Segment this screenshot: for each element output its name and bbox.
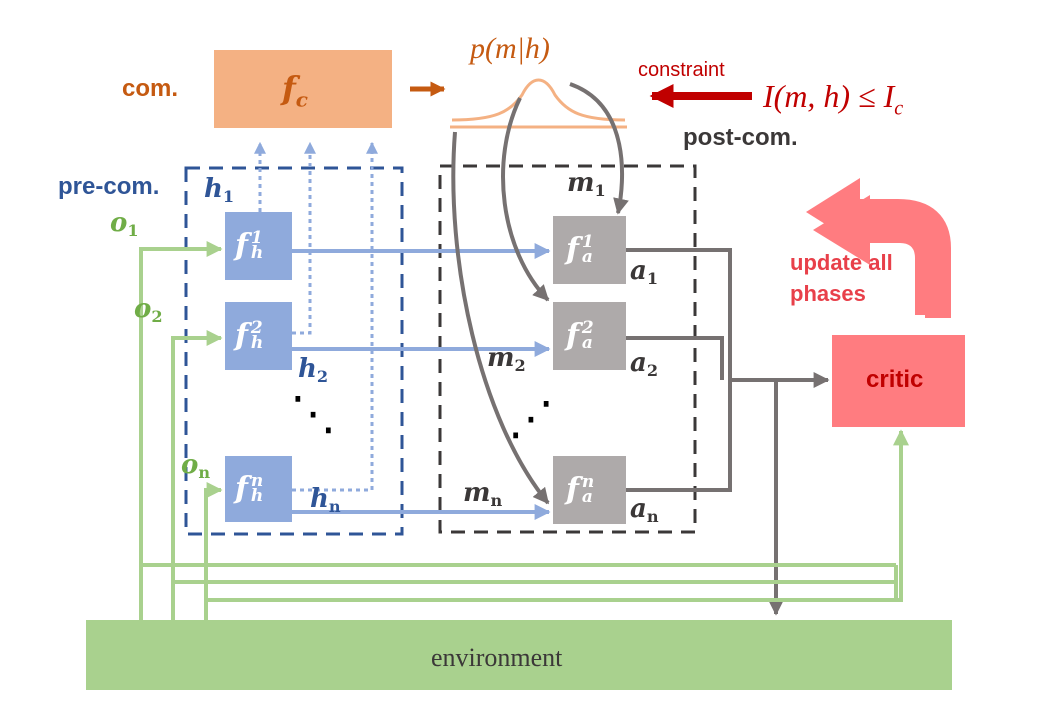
a1-symbol: a1 bbox=[630, 256, 659, 288]
fc-box bbox=[214, 50, 392, 128]
encoder-box-n bbox=[225, 456, 292, 522]
encoder-ellipsis: ⋰ bbox=[290, 386, 336, 440]
o2-symbol: o2 bbox=[134, 294, 163, 326]
constraint-label: constraint bbox=[638, 59, 725, 81]
post-com-label: post-com. bbox=[683, 124, 798, 151]
a1-line bbox=[626, 248, 732, 380]
o1-symbol: o1 bbox=[110, 208, 139, 240]
m2-symbol: m2 bbox=[487, 343, 526, 375]
hn-symbol: hn bbox=[310, 484, 341, 516]
observation-lines bbox=[139, 241, 909, 620]
critic-label: critic bbox=[866, 366, 924, 393]
encoder-box-1 bbox=[225, 212, 292, 280]
pre-com-label: pre-com. bbox=[58, 173, 160, 200]
com-label: com. bbox=[122, 75, 179, 102]
hn-dotted-line bbox=[292, 141, 378, 492]
environment-box bbox=[86, 620, 952, 690]
mn-symbol: mn bbox=[463, 478, 503, 510]
actor-box-1 bbox=[553, 216, 626, 284]
m1-arrow bbox=[569, 82, 629, 215]
m1-symbol: m1 bbox=[567, 168, 606, 200]
on-symbol: on bbox=[181, 450, 211, 482]
h1-symbol: h1 bbox=[204, 174, 235, 206]
critic-box bbox=[832, 335, 965, 427]
actor-ellipsis: ⋰ bbox=[508, 391, 554, 445]
a2-line bbox=[626, 336, 724, 380]
mn-arrow bbox=[451, 131, 550, 505]
m2-arrow bbox=[501, 97, 550, 302]
h2-dotted-line bbox=[292, 141, 316, 335]
actor-box-n bbox=[553, 456, 626, 524]
actor-box-2 bbox=[553, 302, 626, 370]
encoder-box-2 bbox=[225, 302, 292, 370]
gaussian-curve bbox=[451, 78, 626, 122]
an-line bbox=[626, 380, 732, 492]
a2-symbol: a2 bbox=[630, 348, 659, 380]
fc-label: fc bbox=[282, 69, 308, 112]
update-arrow-body bbox=[860, 199, 951, 318]
update-arrow-head bbox=[806, 178, 860, 246]
pmh-label: p(m|h) bbox=[470, 32, 550, 65]
an-symbol: an bbox=[630, 494, 659, 526]
update-label: update all phases bbox=[790, 250, 893, 306]
h2-symbol: h2 bbox=[298, 354, 329, 386]
mutual-info-label: I(m, h) ≤ Ic bbox=[763, 78, 904, 120]
environment-label: environment bbox=[431, 643, 563, 672]
